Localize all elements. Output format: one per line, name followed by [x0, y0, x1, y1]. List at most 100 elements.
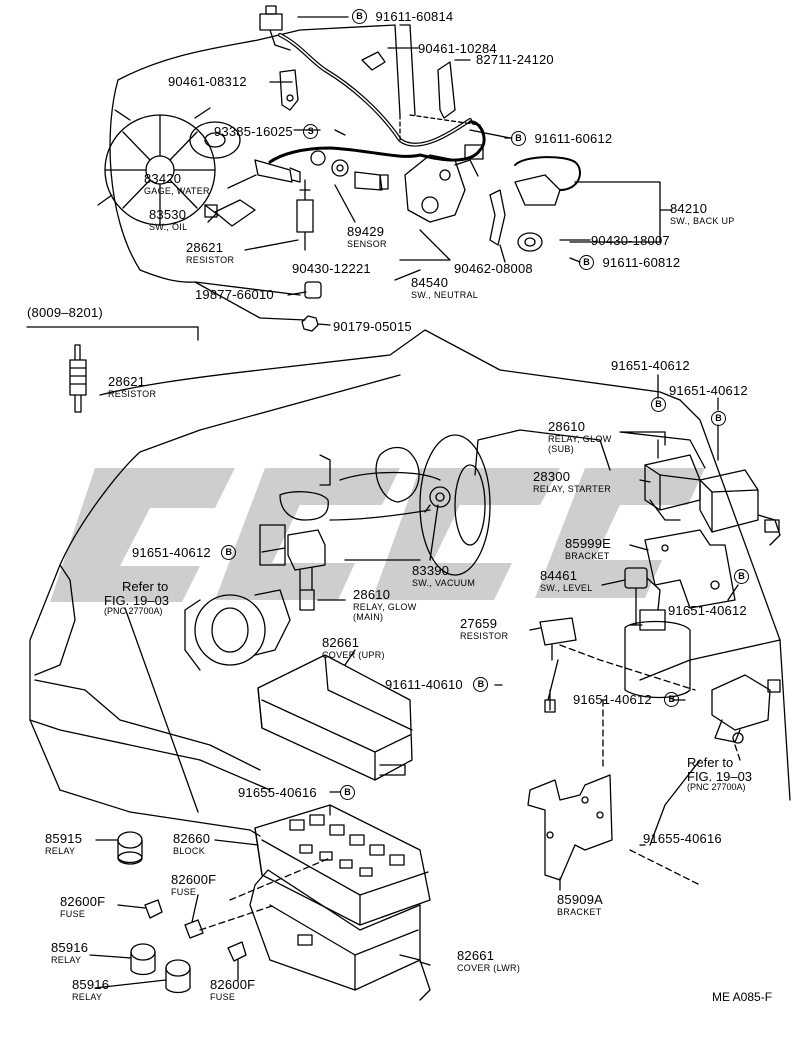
part-desc: RELAY, GLOW: [548, 433, 612, 444]
part-desc: GAGE, WATER: [144, 185, 210, 196]
part-number: 84461: [540, 568, 578, 583]
pnc-ref: (PNC 27700A): [687, 782, 746, 793]
callout-28610-sub: 28610 RELAY, GLOW (SUB): [548, 420, 612, 455]
fuse-3-drawing: [227, 941, 247, 962]
part-number: 83420: [144, 171, 182, 186]
callout-82660: 82660 BLOCK: [173, 832, 210, 856]
part-number: 85999E: [565, 536, 612, 551]
part-number: 91611-40610: [385, 677, 463, 692]
refer-to-left[interactable]: Refer to FIG. 19–03 (PNC 27700A): [104, 580, 169, 617]
part-desc: COVER (UPR): [322, 649, 385, 660]
part-number: 82600F: [60, 894, 106, 909]
part-desc: RELAY: [45, 845, 76, 856]
relay-85916-a-drawing: [130, 943, 156, 976]
part-desc: SW., BACK UP: [670, 215, 735, 226]
fig-ref[interactable]: FIG. 19–03: [104, 592, 170, 608]
part-number: 85916: [72, 977, 110, 992]
callout-82600f-b: 82600F FUSE: [60, 895, 105, 919]
screw-badge-icon: S: [303, 124, 319, 140]
block-82660-drawing: [254, 804, 431, 926]
part-number: 84210: [670, 201, 708, 216]
part-desc: RELAY: [72, 991, 103, 1002]
part-desc: SW., OIL: [149, 221, 188, 232]
part-desc: FUSE: [171, 886, 197, 897]
part-number: 91611-60812: [602, 255, 681, 270]
part-number: 28610: [353, 587, 391, 602]
part-number: 85916: [51, 940, 89, 955]
part-number: 84540: [411, 275, 449, 290]
bracket-85999e-drawing: [644, 529, 736, 609]
callout-83420: 83420 GAGE, WATER: [144, 172, 210, 196]
callout-91651-40612-e: 91651-40612 B: [573, 692, 680, 708]
callout-91611-60612-top: B 91611-60612: [511, 131, 612, 147]
callout-90461-10284: 90461-10284: [418, 41, 497, 56]
part-number: 85909A: [557, 892, 604, 907]
fuse-1-drawing: [144, 899, 163, 919]
callout-85916-a: 85916 RELAY: [51, 941, 88, 965]
callout-84461: 84461 SW., LEVEL: [540, 569, 593, 593]
part-desc: RELAY, STARTER: [533, 483, 612, 494]
callout-28610-main: 28610 RELAY, GLOW (MAIN): [353, 588, 417, 623]
vacuum-switch-drawing: [424, 486, 451, 513]
relay-glow-sub-drawing: [644, 424, 719, 521]
bolt-badge-icon: B: [664, 692, 680, 708]
part-desc: SW., NEUTRAL: [411, 289, 479, 300]
part-desc-2: (SUB): [548, 444, 574, 455]
resistor-27659-drawing: [539, 617, 577, 713]
callout-83530: 83530 SW., OIL: [149, 208, 187, 232]
callout-27659: 27659 RESISTOR: [460, 617, 508, 641]
part-desc: RESISTOR: [186, 254, 235, 265]
part-desc: RELAY, GLOW: [353, 601, 417, 612]
callout-28621-top: 28621 RESISTOR: [186, 241, 234, 265]
part-desc: RESISTOR: [108, 388, 157, 399]
part-desc: FUSE: [210, 991, 236, 1002]
part-desc: SENSOR: [347, 238, 387, 249]
fig-ref[interactable]: FIG. 19–03: [687, 768, 753, 784]
part-number: 82661: [322, 635, 360, 650]
relay-85915-drawing: [117, 831, 143, 865]
level-switch-drawing: [624, 567, 661, 626]
part-number: 28621: [186, 240, 224, 255]
callout-84210: 84210 SW., BACK UP: [670, 202, 735, 226]
bolt-badge-icon: B: [511, 131, 526, 147]
part-number: 27659: [460, 616, 498, 631]
bolt-badge-icon: B: [711, 411, 726, 426]
engine-sketch-top: [26, 5, 673, 413]
callout-90430-12221: 90430-12221: [292, 261, 371, 276]
part-desc: SW., VACUUM: [412, 577, 476, 588]
bolt-badge-icon: B: [352, 9, 367, 25]
right-relay-drawing: [711, 674, 781, 744]
part-desc: COVER (LWR): [457, 962, 521, 973]
callout-85909a: 85909A BRACKET: [557, 893, 603, 917]
callout-85999e: 85999E BRACKET: [565, 537, 611, 561]
callout-85916-b: 85916 RELAY: [72, 978, 109, 1002]
callout-82661-upr: 82661 COVER (UPR): [322, 636, 385, 660]
callout-91611-60814: B 91611-60814: [352, 9, 453, 25]
callout-90462-08008: 90462-08008: [454, 261, 533, 276]
callout-83390: 83390 SW., VACUUM: [412, 564, 475, 588]
vehicle-body-outline: [29, 329, 791, 837]
callout-82711-24120: 82711-24120: [476, 52, 554, 67]
range-label: (8009–8201): [27, 305, 103, 320]
cover-lower-drawing: [249, 869, 431, 1001]
part-desc: FUSE: [60, 908, 86, 919]
callout-19877-66010: 19877-66010: [195, 287, 274, 302]
dashed-guides: [199, 644, 741, 931]
callout-28621-left: 28621 RESISTOR: [108, 375, 156, 399]
part-number: 82600F: [171, 872, 217, 887]
part-desc: SW., LEVEL: [540, 582, 593, 593]
cover-upper-drawing: [257, 654, 413, 781]
callout-91655-40616-a: 91655-40616: [238, 785, 317, 801]
part-number: 83390: [412, 563, 450, 578]
refer-to-right[interactable]: Refer to FIG. 19–03 (PNC 27700A): [687, 756, 752, 793]
part-desc: BRACKET: [565, 550, 610, 561]
callout-84540: 84540 SW., NEUTRAL: [411, 276, 478, 300]
fuse-2-drawing: [184, 919, 204, 939]
callout-90430-18007: 90430-18007: [591, 233, 670, 248]
relay-glow-main-drawing: [287, 529, 326, 611]
part-number: 28610: [548, 419, 586, 434]
relay-starter-drawing: [699, 469, 781, 546]
refer-to-text: Refer to: [687, 755, 734, 770]
part-number: 82600F: [210, 977, 256, 992]
